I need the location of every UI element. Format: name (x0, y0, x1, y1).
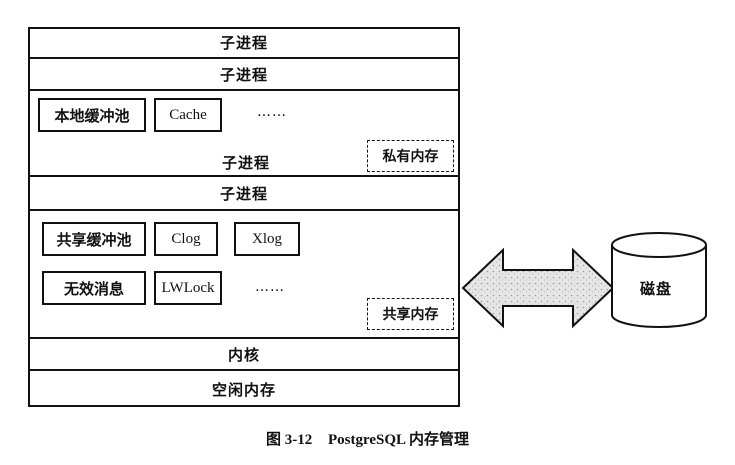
shared-memory-section (28, 211, 460, 339)
invalidation-message-box: 无效消息 (42, 271, 146, 305)
figure-number: 图 3-12 (266, 432, 313, 448)
cache-label: Cache (169, 106, 207, 123)
child-process-label-2: 子进程 (219, 65, 268, 84)
child-process-band-1: 子进程 (28, 27, 460, 59)
private-memory-tag: 私有内存 (367, 140, 454, 172)
clog-label: Clog (171, 230, 201, 247)
double-arrow (461, 247, 615, 329)
shared-memory-tag: 共享内存 (367, 298, 454, 330)
private-ellipsis: …… (257, 104, 287, 120)
kernel-label: 内核 (227, 345, 260, 364)
private-memory-tag-label: 私有内存 (382, 149, 439, 165)
figure-caption: 图 3-12 PostgreSQL 内存管理 (0, 428, 735, 449)
private-memory-section (28, 91, 460, 177)
child-process-label-4: 子进程 (219, 184, 268, 203)
cache-box: Cache (154, 98, 222, 132)
shared-buffer-pool-box: 共享缓冲池 (42, 222, 146, 256)
kernel-band: 内核 (28, 339, 460, 371)
free-memory-band: 空闲内存 (28, 371, 460, 407)
shared-buffer-pool-label: 共享缓冲池 (56, 230, 132, 249)
local-buffer-pool-box: 本地缓冲池 (38, 98, 146, 132)
local-buffer-pool-label: 本地缓冲池 (54, 106, 130, 125)
figure-title: PostgreSQL 内存管理 (328, 432, 469, 448)
disk-icon (611, 232, 707, 328)
lwlock-label: LWLock (161, 279, 215, 296)
memory-stack (28, 27, 460, 407)
xlog-box: Xlog (234, 222, 300, 256)
shared-memory-tag-label: 共享内存 (382, 307, 439, 323)
free-memory-label: 空闲内存 (211, 380, 276, 399)
clog-box: Clog (154, 222, 218, 256)
child-process-label-1: 子进程 (219, 33, 268, 52)
disk-label: 磁盘 (640, 280, 673, 298)
invalidation-message-label: 无效消息 (63, 279, 124, 298)
private-child-process-label: 子进程 (222, 154, 271, 172)
child-process-band-2: 子进程 (28, 59, 460, 91)
xlog-label: Xlog (252, 230, 282, 247)
lwlock-box: LWLock (154, 271, 222, 305)
child-process-band-4: 子进程 (28, 177, 460, 211)
shared-ellipsis: …… (255, 279, 285, 295)
